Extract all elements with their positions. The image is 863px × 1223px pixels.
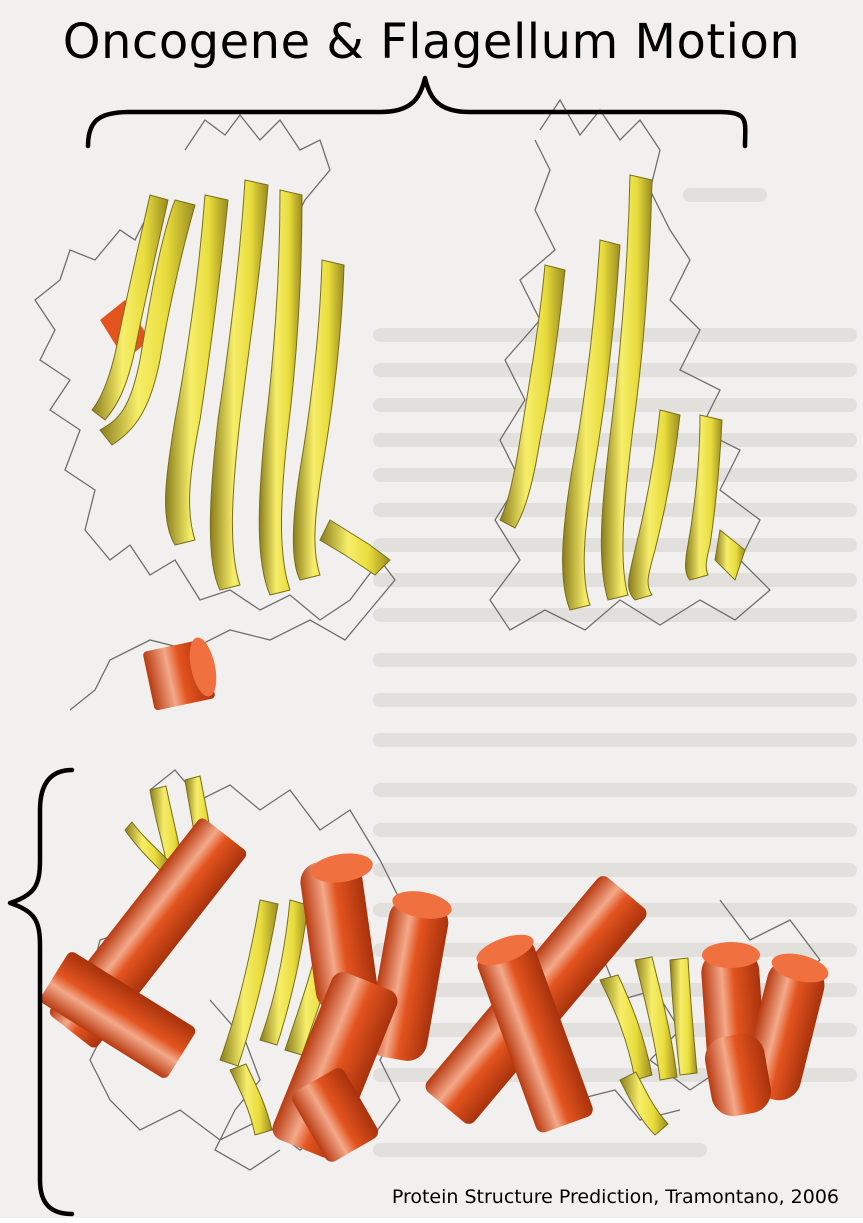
source-citation: Protein Structure Prediction, Tramontano… [392, 1186, 839, 1208]
figure-title: Oncogene & Flagellum Motion [0, 14, 863, 70]
